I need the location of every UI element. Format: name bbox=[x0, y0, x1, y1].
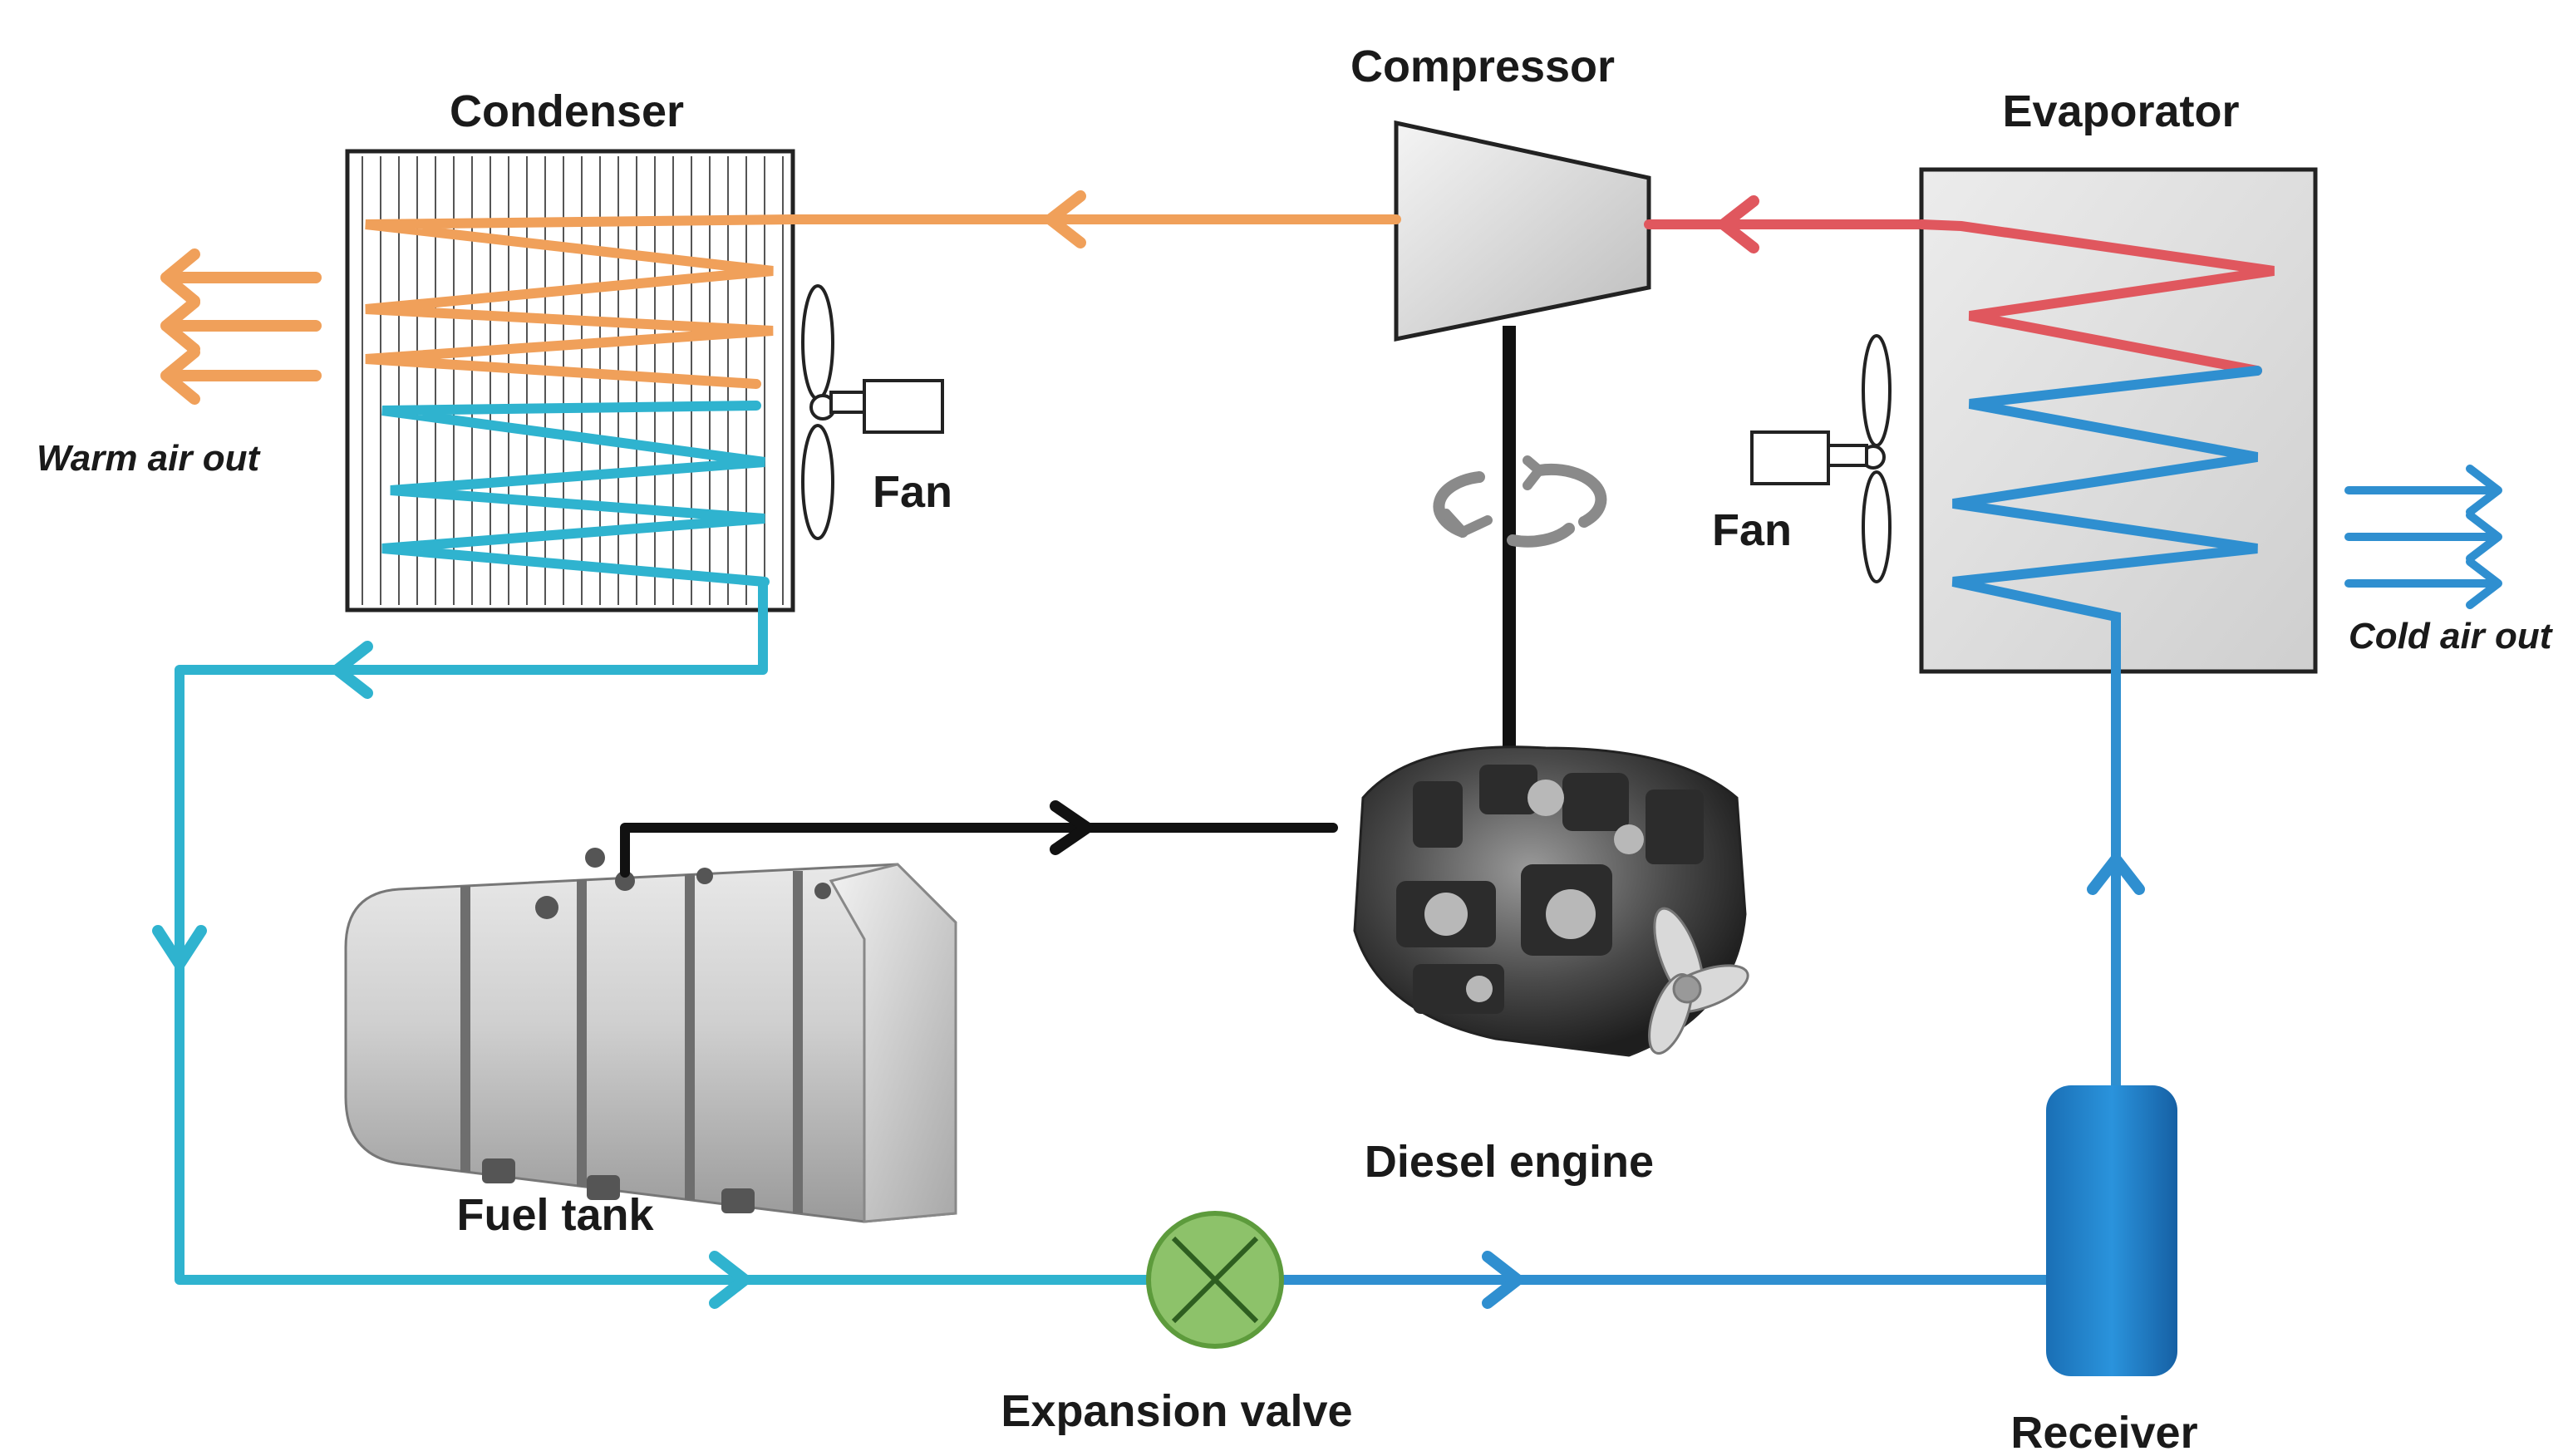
warm-air-out-label: Warm air out bbox=[37, 438, 261, 479]
compressor-label: Compressor bbox=[1350, 42, 1615, 91]
condenser bbox=[345, 149, 798, 612]
cold-air-arrows bbox=[2344, 465, 2502, 609]
evaporator-coil-vapor bbox=[1916, 219, 2275, 376]
right-fan bbox=[1750, 334, 1892, 583]
rotation-arrow-icon bbox=[1433, 455, 1607, 548]
warm-air-arrows bbox=[160, 248, 322, 405]
evaporator-label: Evaporator bbox=[2002, 86, 2239, 136]
evaporator-coil-liquid bbox=[1951, 366, 2262, 676]
compressor bbox=[1394, 120, 1651, 342]
condenser-coil-liquid bbox=[381, 401, 770, 587]
left-fan-label: Fan bbox=[873, 467, 952, 517]
liquid-line bbox=[152, 577, 1155, 1309]
suction-line bbox=[1644, 195, 1926, 253]
expansion-valve-label: Expansion valve bbox=[1001, 1386, 1352, 1436]
expansion-line bbox=[1277, 667, 2145, 1309]
fuel-tank bbox=[344, 848, 957, 1223]
fuel-line bbox=[620, 800, 1338, 878]
condenser-coil-hot bbox=[365, 214, 798, 389]
expansion-valve bbox=[1146, 1211, 1284, 1349]
right-fan-label: Fan bbox=[1712, 505, 1792, 555]
fuel-tank-label: Fuel tank bbox=[456, 1190, 654, 1240]
hot-gas-line bbox=[788, 190, 1401, 248]
engine-fan bbox=[1648, 907, 1749, 1055]
left-fan bbox=[801, 284, 944, 540]
diesel-engine bbox=[1353, 745, 1749, 1057]
receiver bbox=[2046, 1085, 2177, 1376]
diesel-engine-label: Diesel engine bbox=[1365, 1137, 1654, 1187]
receiver-label: Receiver bbox=[2010, 1408, 2197, 1456]
cold-air-out-label: Cold air out bbox=[2349, 616, 2554, 657]
condenser-label: Condenser bbox=[450, 86, 684, 136]
evaporator bbox=[1916, 167, 2318, 676]
